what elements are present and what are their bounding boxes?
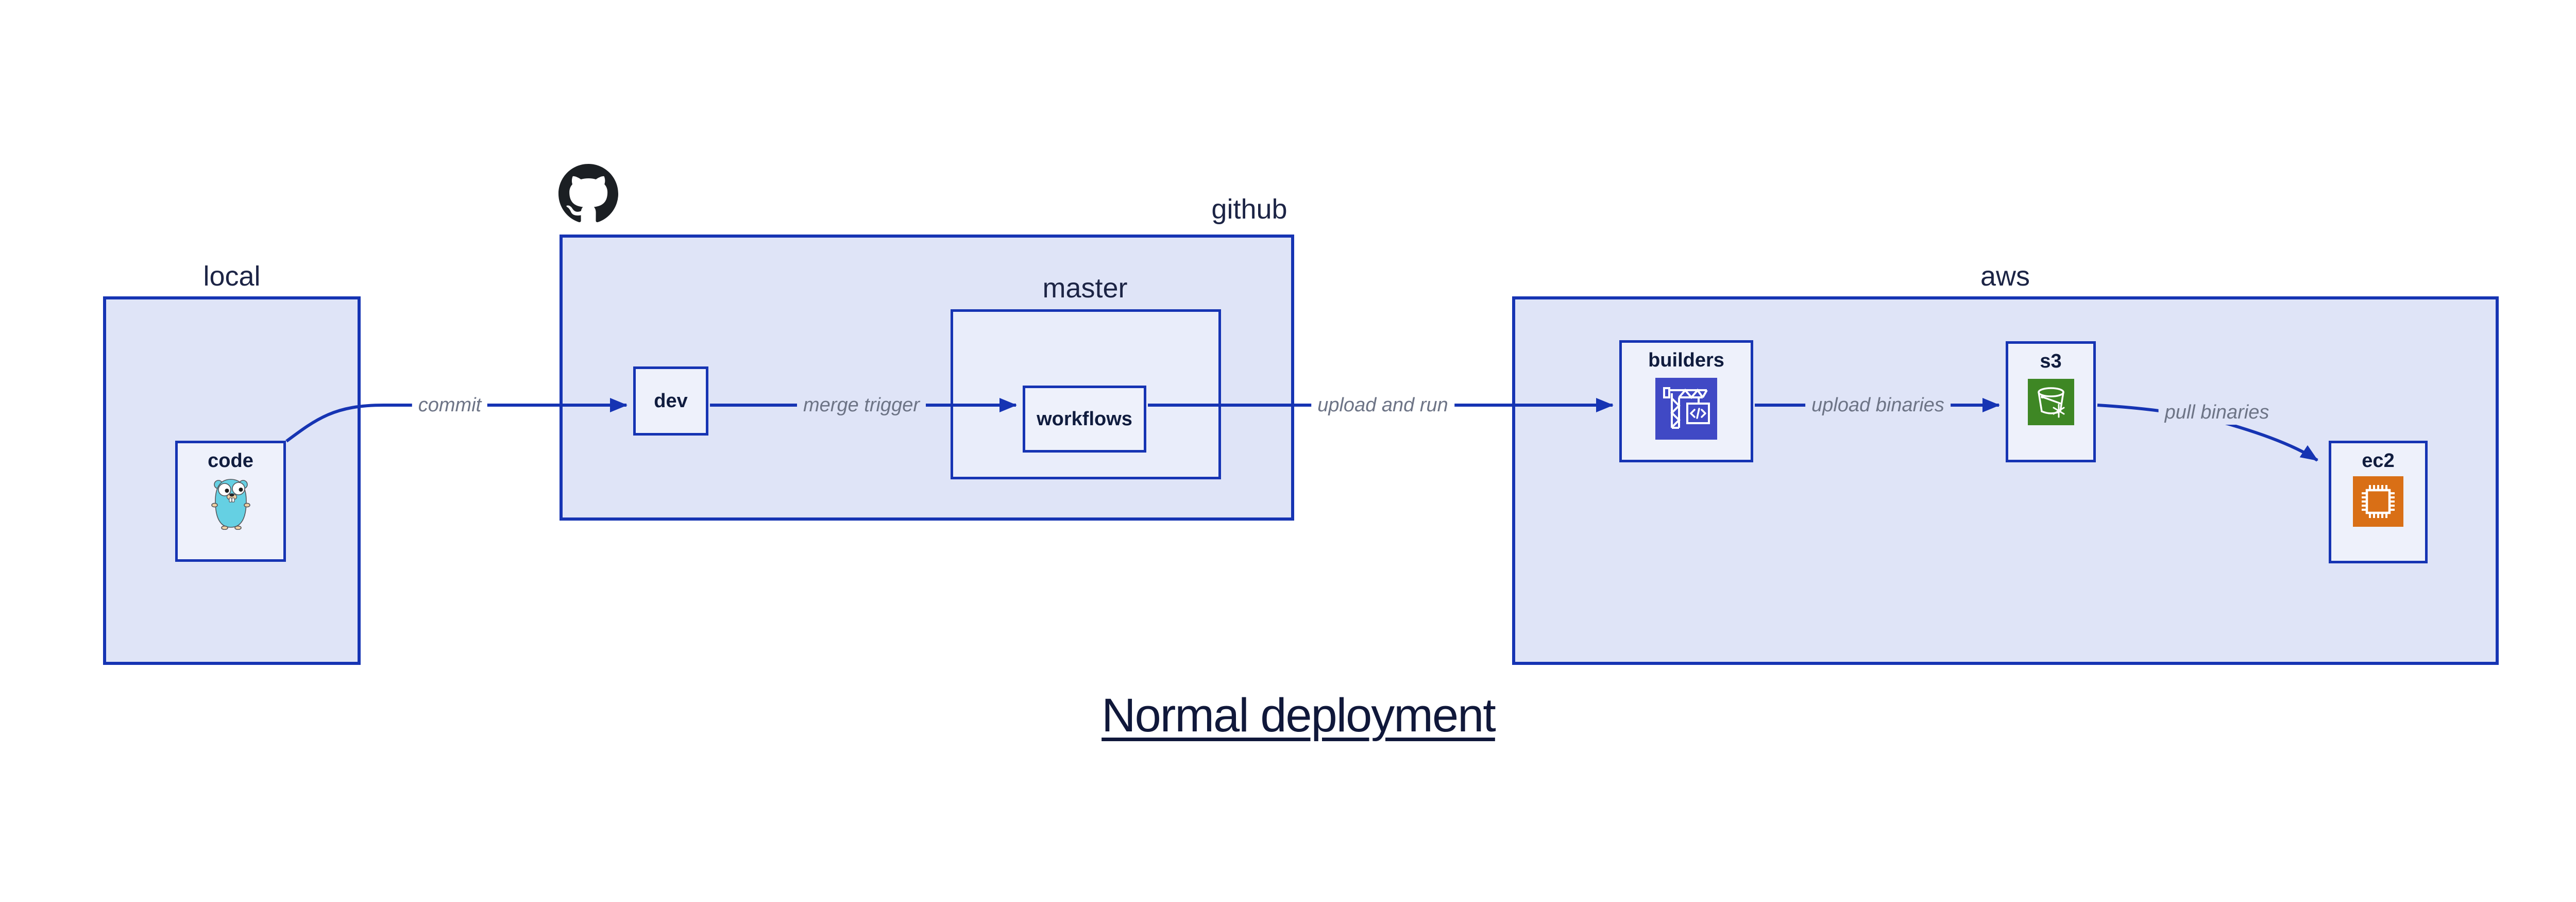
codebuild-crane-icon [1655,378,1717,440]
node-workflows-label: workflows [1037,408,1132,430]
node-workflows: workflows [1023,386,1146,453]
group-github-label: github [1211,194,1287,225]
diagram-title: Normal deployment [1101,689,1496,742]
node-code: code [175,441,286,562]
ec2-chip-icon [2353,476,2403,527]
node-s3-label: s3 [2040,350,2062,372]
group-master-label: master [1042,273,1128,304]
node-ec2: ec2 [2329,441,2428,563]
node-dev-label: dev [654,390,688,412]
node-s3: s3 [2006,341,2096,462]
node-builders-label: builders [1648,349,1724,371]
edge-upload-and-run-label: upload and run [1311,393,1454,417]
edge-commit-label: commit [412,393,488,417]
go-gopher-icon [211,479,250,530]
edge-merge-trigger-label: merge trigger [797,393,926,417]
s3-glacier-bucket-icon [2027,379,2074,425]
group-aws-label: aws [1980,261,2030,292]
node-ec2-label: ec2 [2362,450,2395,472]
group-local-label: local [203,261,261,292]
node-builders: builders [1619,340,1753,462]
node-code-label: code [208,450,253,472]
edge-upload-binaries-label: upload binaries [1805,393,1951,417]
github-octocat-icon [558,164,618,223]
node-dev: dev [633,366,708,436]
edge-pull-binaries-label: pull binaries [2158,400,2276,425]
